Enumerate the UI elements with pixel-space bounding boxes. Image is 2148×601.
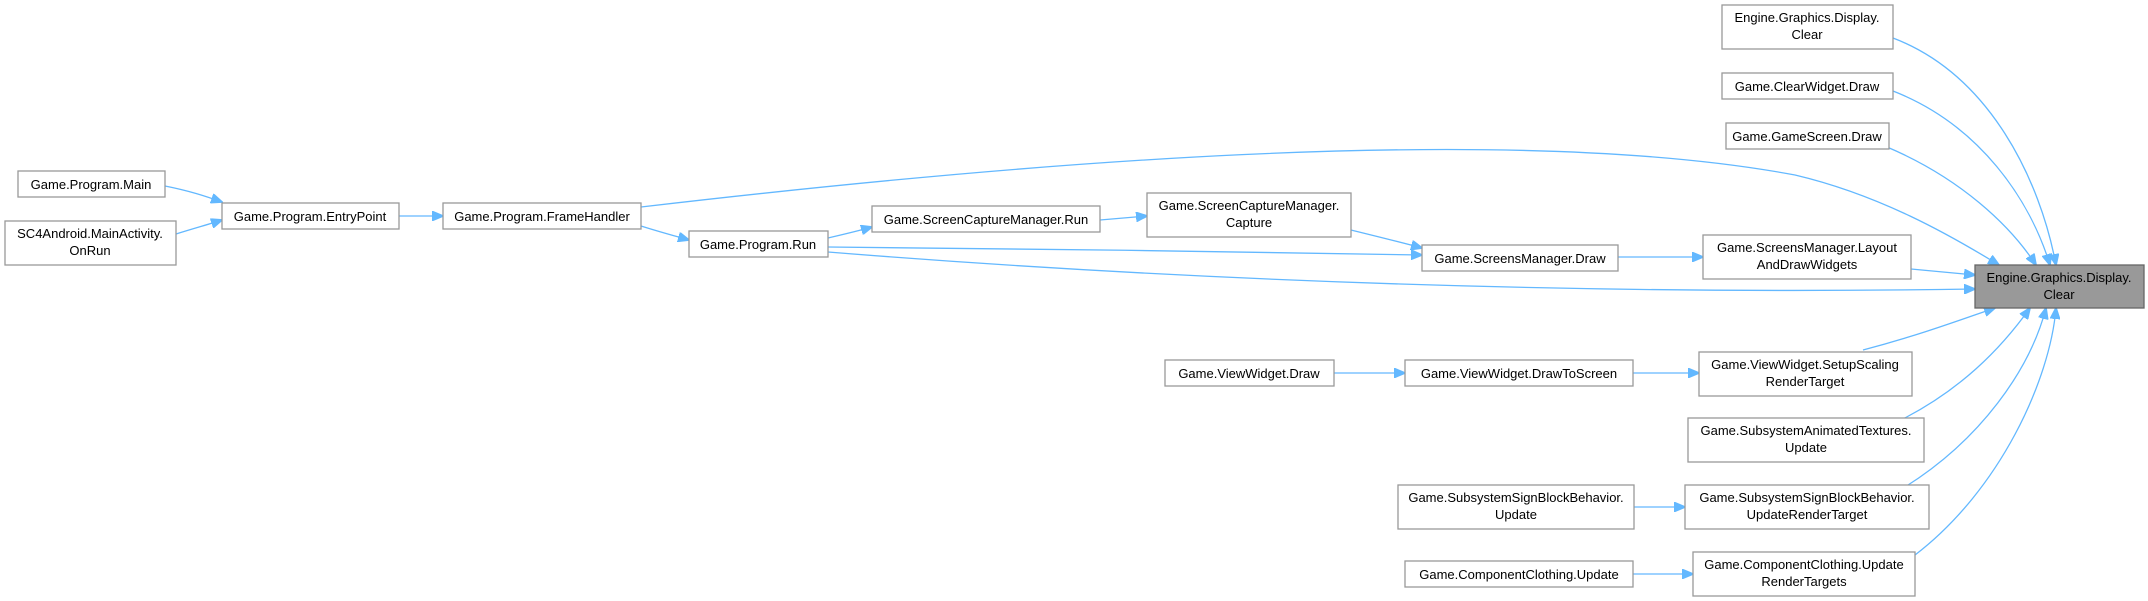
node-label-line: Clear (1791, 27, 1823, 42)
edge-clearwidget-draw-to-target (1892, 90, 2050, 265)
node-label-line: OnRun (69, 243, 110, 258)
node-label-line: Game.ScreensManager.Draw (1434, 251, 1606, 266)
node-gamescreen-draw[interactable]: Game.GameScreen.Draw (1725, 122, 1890, 150)
node-screensmanager-draw[interactable]: Game.ScreensManager.Draw (1421, 244, 1619, 272)
node-label-line: Clear (2043, 287, 2075, 302)
node-label-line: Update (1785, 440, 1827, 455)
node-label-line: Game.ScreensManager.Layout (1717, 240, 1897, 255)
node-label-line: RenderTargets (1761, 574, 1847, 589)
node-label-line: Game.ViewWidget.Draw (1178, 366, 1320, 381)
node-label-line: Game.ViewWidget.SetupScaling (1711, 357, 1899, 372)
node-signblock-update[interactable]: Game.SubsystemSignBlockBehavior. Update (1397, 484, 1635, 530)
node-animatedtextures-update[interactable]: Game.SubsystemAnimatedTextures. Update (1687, 417, 1925, 463)
node-viewwidget-draw[interactable]: Game.ViewWidget.Draw (1164, 359, 1335, 387)
edge-gamescreen-draw-to-target (1886, 146, 2036, 265)
node-label-line: Game.ViewWidget.DrawToScreen (1421, 366, 1617, 381)
edge-run-to-screencapture-run (827, 227, 872, 239)
node-label-line: Game.SubsystemSignBlockBehavior. (1408, 490, 1623, 505)
node-clothing-update[interactable]: Game.ComponentClothing.Update (1404, 560, 1634, 588)
node-program-main[interactable]: Game.Program.Main (17, 170, 166, 198)
edge-screencapture-run-to-capture (1099, 216, 1147, 220)
node-label-line: Game.ScreenCaptureManager.Run (884, 212, 1089, 227)
node-signblock-updaterendertarget[interactable]: Game.SubsystemSignBlockBehavior. UpdateR… (1684, 484, 1930, 530)
node-label-line: Game.ComponentClothing.Update (1419, 567, 1618, 582)
node-label-line: Game.GameScreen.Draw (1732, 129, 1882, 144)
node-label-line: Game.Program.FrameHandler (454, 209, 630, 224)
node-label-line: UpdateRenderTarget (1747, 507, 1868, 522)
node-label-line: Game.SubsystemSignBlockBehavior. (1699, 490, 1914, 505)
node-viewwidget-setupscaling[interactable]: Game.ViewWidget.SetupScaling RenderTarge… (1698, 351, 1913, 397)
node-label-line: Game.Program.Run (700, 237, 816, 252)
node-label-line: Update (1495, 507, 1537, 522)
edge-run-to-screensmanager-draw (827, 246, 1422, 255)
node-clearwidget-draw[interactable]: Game.ClearWidget.Draw (1721, 72, 1894, 100)
node-label-line: Game.ScreenCaptureManager. (1159, 198, 1340, 213)
edge-onrun-to-entrypoint (175, 220, 222, 235)
edge-animatedtextures-to-target (1900, 308, 2030, 421)
node-label-line: Game.ClearWidget.Draw (1735, 79, 1880, 94)
node-label-line: Game.Program.Main (31, 177, 152, 192)
node-screensmanager-layout[interactable]: Game.ScreensManager.Layout AndDrawWidget… (1702, 234, 1912, 280)
node-mainactivity-onrun[interactable]: SC4Android.MainActivity. OnRun (4, 220, 177, 266)
node-label-line: RenderTarget (1766, 374, 1845, 389)
node-label-line: Engine.Graphics.Display. (1987, 270, 2132, 285)
edge-capture-to-screensmanager-draw (1350, 229, 1422, 248)
edge-framehandler-to-target (640, 148, 1999, 265)
node-label-line: Engine.Graphics.Display. (1735, 10, 1880, 25)
nodes: Engine.Graphics.Display. Clear Engine.Gr… (4, 4, 2145, 597)
edge-display-clear-overload-to-target (1892, 37, 2056, 265)
node-label-line: Game.Program.EntryPoint (234, 209, 387, 224)
node-program-framehandler[interactable]: Game.Program.FrameHandler (442, 202, 642, 230)
node-program-run[interactable]: Game.Program.Run (688, 230, 829, 258)
edge-updaterendertarget-to-target (1904, 308, 2046, 488)
edge-run-to-target (827, 251, 1975, 290)
edge-main-to-entrypoint (164, 185, 222, 202)
node-clothing-updaterendertargets[interactable]: Game.ComponentClothing.Update RenderTarg… (1692, 551, 1916, 597)
node-label-line: SC4Android.MainActivity. (17, 226, 163, 241)
edge-framehandler-to-run (640, 225, 689, 240)
node-label-line: Game.ComponentClothing.Update (1704, 557, 1903, 572)
edge-updaterendertargets-to-target (1914, 308, 2056, 556)
node-display-clear-overload[interactable]: Engine.Graphics.Display. Clear (1721, 4, 1894, 50)
edges (164, 37, 2056, 574)
node-label-line: AndDrawWidgets (1757, 257, 1858, 272)
node-display-clear-target[interactable]: Engine.Graphics.Display. Clear (1974, 264, 2145, 309)
node-label-line: Game.SubsystemAnimatedTextures. (1701, 423, 1912, 438)
edge-layout-to-target (1910, 268, 1975, 275)
edge-setupscaling-to-target (1862, 308, 1995, 351)
node-screencapture-capture[interactable]: Game.ScreenCaptureManager. Capture (1146, 192, 1352, 238)
node-program-entrypoint[interactable]: Game.Program.EntryPoint (221, 202, 400, 230)
node-viewwidget-drawtoscreen[interactable]: Game.ViewWidget.DrawToScreen (1404, 359, 1634, 387)
node-label-line: Capture (1226, 215, 1272, 230)
node-screencapture-run[interactable]: Game.ScreenCaptureManager.Run (871, 205, 1101, 233)
